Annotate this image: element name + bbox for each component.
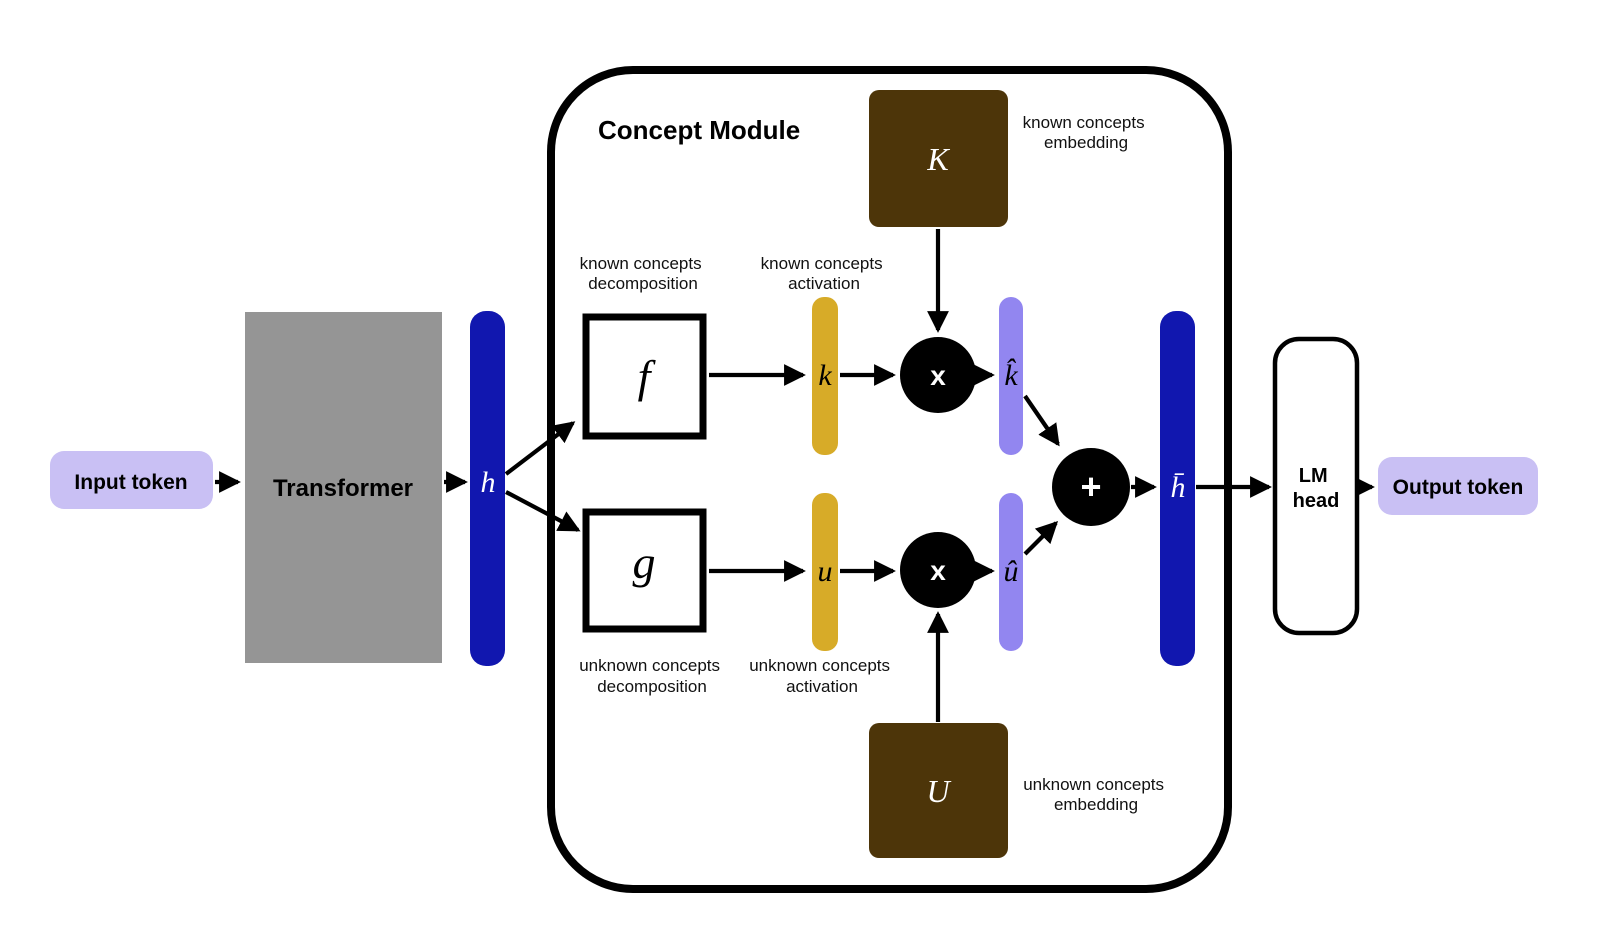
unknown-activation-annotation: unknown concepts activation: [749, 656, 895, 696]
multiply-unknown-glyph: x: [930, 555, 946, 586]
unknown-embedding-annotation: unknown concepts embedding: [1023, 775, 1169, 814]
hidden-state-label: h: [481, 466, 496, 499]
add-node-glyph: +: [1080, 466, 1101, 507]
unknown-activation-bar: [812, 493, 838, 651]
output-token-label: Output token: [1393, 476, 1524, 499]
hidden-state-bar: [470, 311, 505, 666]
known-activation-bar: [812, 297, 838, 455]
lm-head-box: [1272, 336, 1360, 636]
known-activation-label: k: [818, 359, 832, 392]
multiply-node-unknown: [900, 532, 976, 608]
arrow-uhat-to-add: [1023, 520, 1059, 556]
unknown-concept-label: û: [1004, 555, 1019, 588]
known-embedding-annotation: known concepts embedding: [1023, 113, 1150, 152]
known-concept-label: k̂: [1004, 358, 1018, 392]
known-decomposition-annotation: known concepts decomposition: [580, 254, 707, 293]
known-embedding-label: K: [926, 141, 950, 177]
unknown-decomposition-annotation: unknown concepts decomposition: [579, 656, 725, 696]
arrow-h-to-f: [504, 421, 576, 476]
unknown-embedding-box: [869, 723, 1008, 858]
transformer-label: Transformer: [273, 475, 413, 502]
known-concept-bar: [999, 297, 1023, 455]
recomposed-hidden-bar: [1160, 311, 1195, 666]
g-function-label: g: [633, 537, 656, 588]
unknown-activation-label: u: [818, 555, 833, 588]
output-token-box: [1378, 457, 1538, 515]
arrow-h-to-g: [505, 490, 581, 532]
known-activation-annotation: known concepts activation: [761, 254, 888, 293]
add-node: [1052, 448, 1130, 526]
lm-head-label: LM head: [1293, 465, 1340, 512]
recomposed-hidden-label: h̄: [1171, 471, 1186, 504]
f-function-box: [582, 313, 707, 440]
transformer-box: [245, 312, 442, 663]
concept-module-title: Concept Module: [598, 115, 800, 145]
input-token-label: Input token: [74, 471, 187, 494]
multiply-node-known: [900, 337, 976, 413]
input-token-box: [50, 451, 213, 509]
known-embedding-box: [869, 90, 1008, 227]
g-function-box: [582, 508, 707, 633]
multiply-known-glyph: x: [930, 360, 946, 391]
arrow-khat-to-add: [1023, 394, 1060, 447]
concept-module-container: [547, 66, 1232, 893]
unknown-concept-bar: [999, 493, 1023, 651]
arrows: [215, 229, 1375, 722]
unknown-embedding-label: U: [926, 773, 951, 809]
